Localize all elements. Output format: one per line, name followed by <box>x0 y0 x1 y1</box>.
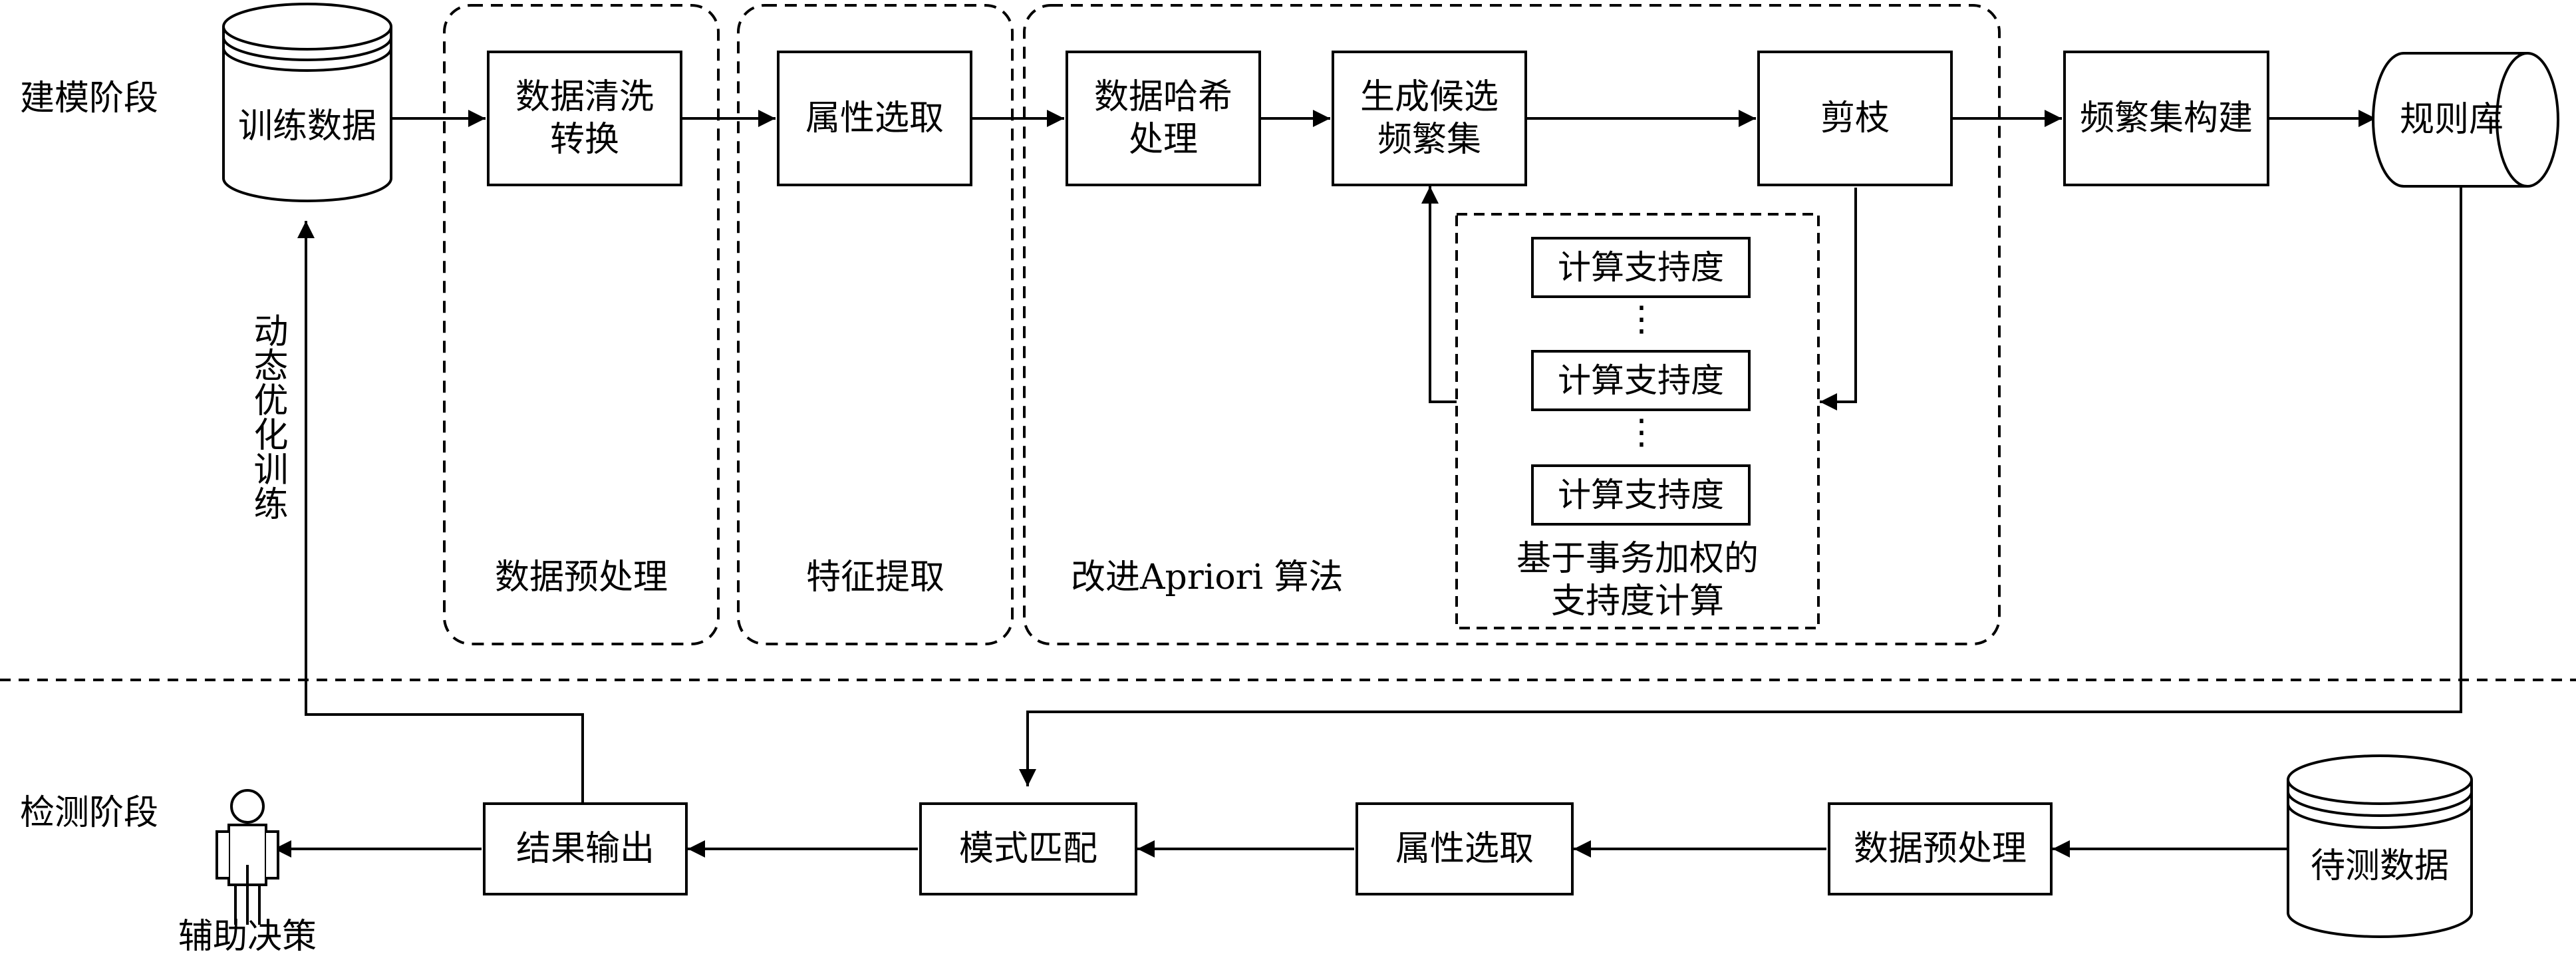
ellipsis-dots: ⋮ <box>1624 412 1659 452</box>
detect-preprocess-node: 数据预处理 <box>1828 802 2053 895</box>
rule-base-cylinder-shape <box>2372 52 2559 188</box>
phase-label-detection: 检测阶段 <box>20 793 159 833</box>
candidate-generation-node: 生成候选 频繁集 <box>1332 51 1527 186</box>
test-data-node: 待测数据 <box>2310 846 2449 886</box>
frequent-set-building-node: 频繁集构建 <box>2063 51 2269 186</box>
training-data-cylinder-shape <box>222 3 392 202</box>
person-icon <box>215 789 279 925</box>
feedback-label: 动态优化训练 <box>247 313 287 520</box>
data-cleaning-node: 数据清洗 转换 <box>487 51 682 186</box>
rule-base-node: 规则库 <box>2399 100 2504 140</box>
test-data-cylinder-shape <box>2287 754 2473 938</box>
group-feature-outline <box>737 4 1014 645</box>
result-output-node: 结果输出 <box>483 802 688 895</box>
pattern-matching-node: 模式匹配 <box>919 802 1137 895</box>
decision-support-label: 辅助决策 <box>178 917 317 957</box>
support-calc-box-3: 计算支持度 <box>1531 464 1751 526</box>
training-data-node: 训练数据 <box>237 106 376 146</box>
pruning-node: 剪枝 <box>1757 51 1953 186</box>
phase-label-modeling: 建模阶段 <box>20 79 159 118</box>
support-calc-box-2: 计算支持度 <box>1531 350 1751 411</box>
ellipsis-dots: ⋮ <box>1624 299 1659 339</box>
group-label-feature: 特征提取 <box>805 558 944 597</box>
group-apriori-outline <box>1023 4 2001 645</box>
group-label-preprocess: 数据预处理 <box>494 558 668 597</box>
support-calc-box-1: 计算支持度 <box>1531 237 1751 298</box>
attribute-selection-node: 属性选取 <box>777 51 972 186</box>
group-weighted-outline <box>1455 213 1820 629</box>
group-preprocess-outline <box>443 4 720 645</box>
group-label-apriori: 改进Apriori 算法 <box>1071 558 1344 597</box>
group-label-weighted: 基于事务加权的 支持度计算 <box>1516 539 1759 621</box>
detect-attribute-selection-node: 属性选取 <box>1356 802 1574 895</box>
data-hashing-node: 数据哈希 处理 <box>1066 51 1261 186</box>
